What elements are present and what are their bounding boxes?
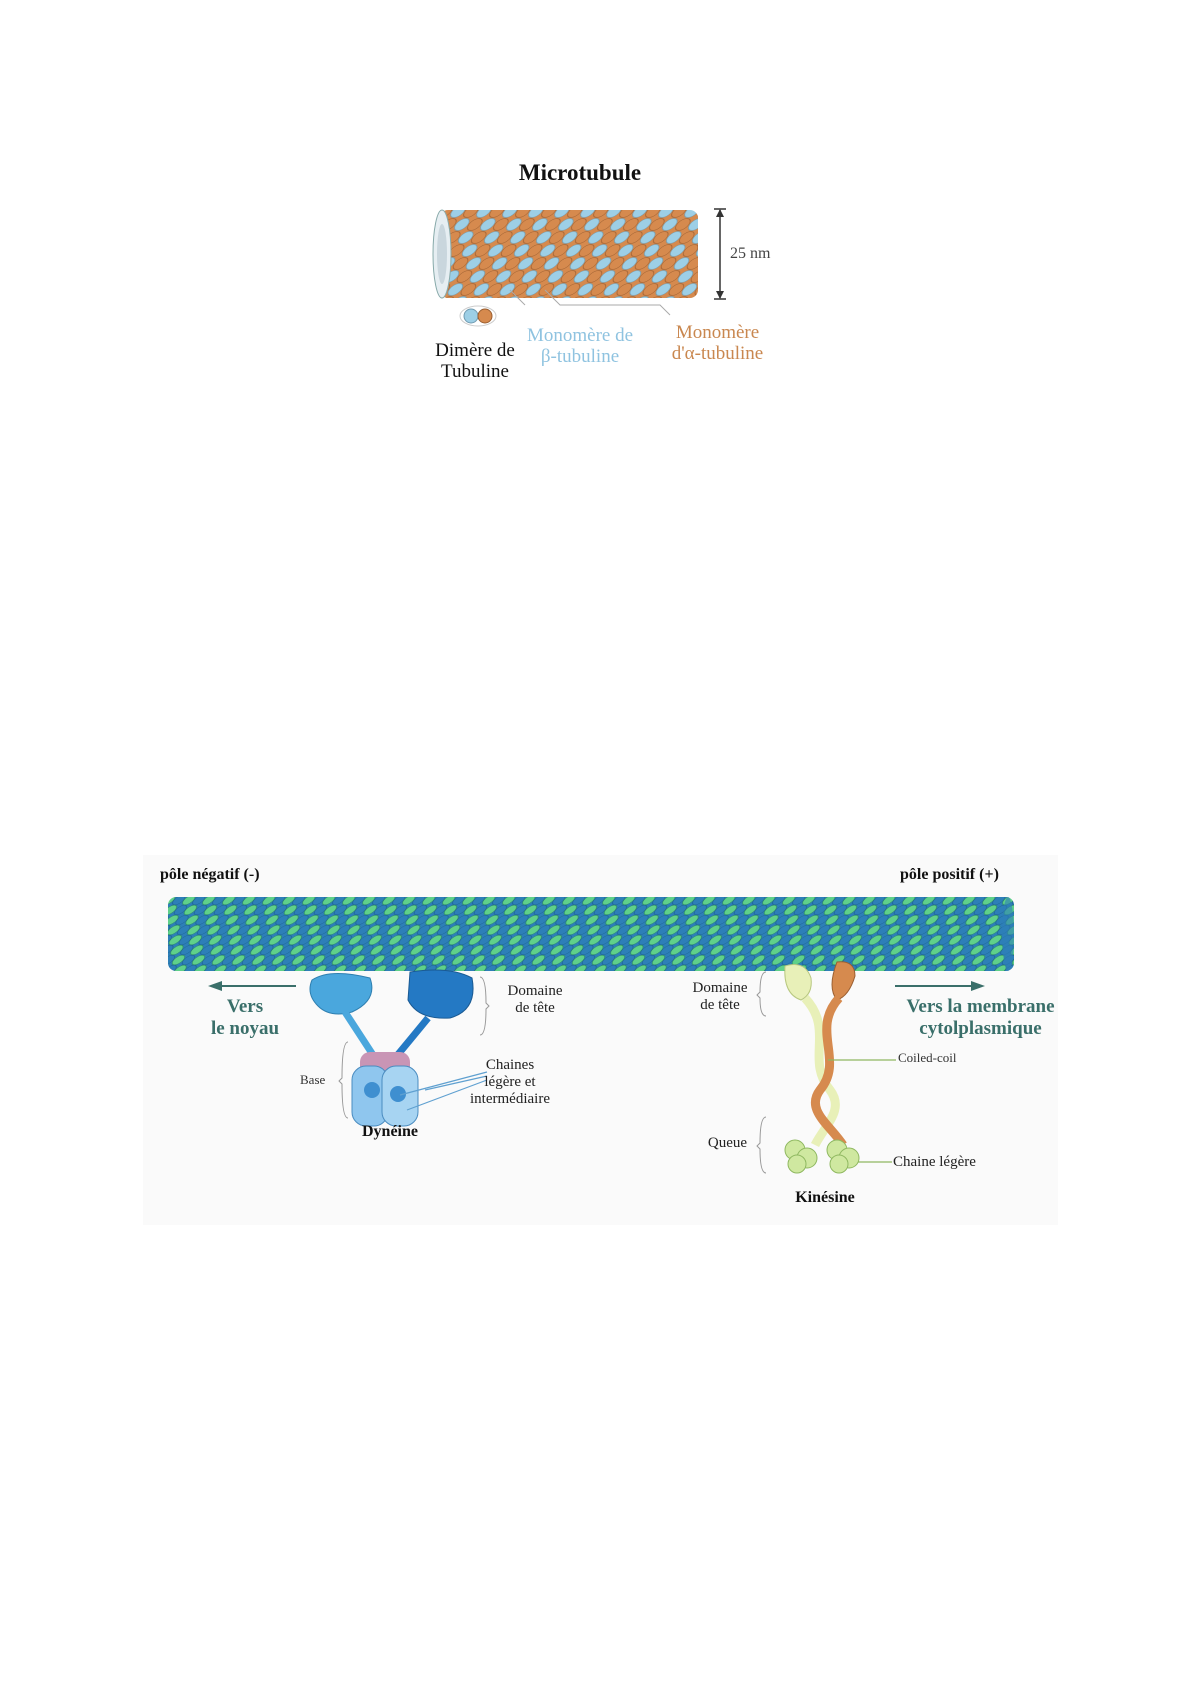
- to-membrane-line2: cytolplasmique: [888, 1018, 1073, 1040]
- dynein-head-bracket: [478, 975, 490, 1037]
- dynein-chains-label: Chaines légère et intermédiaire: [460, 1057, 560, 1108]
- kinesin-tail-bracket: [756, 1115, 768, 1175]
- kinesin-tail-label: Queue: [700, 1135, 755, 1152]
- to-nucleus-line2: le noyau: [190, 1018, 300, 1040]
- dynein-head-label: Domaine de tête: [490, 983, 580, 1017]
- alpha-monomer-label: Monomère d'α-tubuline: [655, 322, 780, 364]
- dynein-name: Dynéine: [340, 1123, 440, 1141]
- kinesin-head-label: Domaine de tête: [680, 980, 760, 1014]
- microtubule-title: Microtubule: [430, 160, 730, 186]
- kinesin-illustration: [775, 960, 885, 1175]
- arrow-to-nucleus: [208, 980, 298, 992]
- kinesin-head-line1: Domaine: [680, 980, 760, 997]
- negative-pole-label: pôle négatif (-): [160, 866, 260, 884]
- dimer-label-line1: Dimère de: [420, 340, 530, 361]
- size-label: 25 nm: [730, 245, 770, 263]
- alpha-label-line1: Monomère: [655, 322, 780, 343]
- kinesin-coiled-label: Coiled-coil: [898, 1050, 957, 1066]
- tubulin-dimer-icon: [458, 305, 498, 327]
- arrow-to-membrane: [895, 980, 985, 992]
- to-nucleus-line1: Vers: [190, 996, 300, 1018]
- dynein-chains-line3: intermédiaire: [460, 1091, 560, 1108]
- dynein-head-line1: Domaine: [490, 983, 580, 1000]
- beta-label-line1: Monomère de: [515, 325, 645, 346]
- kinesin-light-chain-label: Chaine légère: [893, 1154, 976, 1171]
- microtubule-track: [168, 895, 1014, 973]
- beta-monomer-label: Monomère de β-tubuline: [515, 325, 645, 367]
- positive-pole-label: pôle positif (+): [900, 866, 999, 884]
- dimer-label-line2: Tubuline: [420, 361, 530, 382]
- dynein-chains-line1: Chaines: [460, 1057, 560, 1074]
- to-membrane-line1: Vers la membrane: [888, 996, 1073, 1018]
- kinesin-coiled-leader: [828, 1058, 898, 1062]
- dimer-label: Dimère de Tubuline: [420, 340, 530, 382]
- microtubule-illustration: [430, 205, 730, 305]
- dynein-base-label: Base: [300, 1072, 325, 1088]
- to-membrane-label: Vers la membrane cytolplasmique: [888, 996, 1073, 1040]
- dynein-chains-line2: légère et: [460, 1074, 560, 1091]
- kinesin-name: Kinésine: [775, 1189, 875, 1207]
- kinesin-light-chain-leader: [858, 1160, 894, 1164]
- dynein-head-line2: de tête: [490, 1000, 580, 1017]
- to-nucleus-label: Vers le noyau: [190, 996, 300, 1040]
- beta-label-line2: β-tubuline: [515, 346, 645, 367]
- dynein-base-bracket: [338, 1040, 350, 1120]
- kinesin-head-line2: de tête: [680, 997, 760, 1014]
- alpha-label-line2: d'α-tubuline: [655, 343, 780, 364]
